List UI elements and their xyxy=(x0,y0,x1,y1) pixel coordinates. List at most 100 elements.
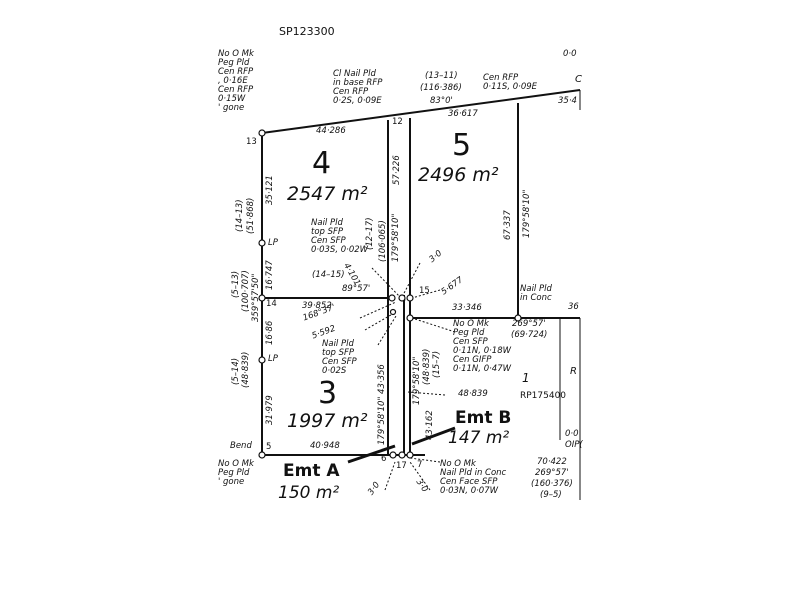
station-17: 17 xyxy=(396,461,407,471)
bottom-40948: 40·948 xyxy=(310,441,340,451)
label-bend: Bend xyxy=(230,441,252,451)
right-edge-lines xyxy=(559,90,581,500)
bottom-right-26957: 269°57' xyxy=(535,468,569,478)
top-right-c: C xyxy=(575,74,582,85)
top-distance-44286: 44·286 xyxy=(316,126,346,136)
mid-15-7: (15–7) xyxy=(432,350,442,378)
left-48839: (48·839) xyxy=(241,351,251,388)
easement-a-area: 150 m² xyxy=(278,483,340,503)
right-67337: 67·337 xyxy=(503,210,513,240)
mid-bearing: 179°58'10" xyxy=(412,356,422,405)
mark-15 xyxy=(406,294,414,302)
mark-5 xyxy=(258,451,266,459)
top-boundary xyxy=(261,89,581,134)
mid-48839b: 48·839 xyxy=(458,389,488,399)
center-bearing-upper: 179°58'10" xyxy=(391,213,401,262)
tie-line-10 xyxy=(384,461,396,491)
mid-43162: 43·162 xyxy=(425,410,435,440)
lot-3-number: 3 xyxy=(318,376,338,411)
station-15: 15 xyxy=(419,286,430,296)
station-6: 6 xyxy=(381,454,387,464)
right-oo: 0·0 xyxy=(565,429,579,439)
right-35: 35·4 xyxy=(558,96,577,106)
top-13-11: (13–11) xyxy=(425,71,458,81)
nail-mid-note: Nail Pld top SFP Cen SFP 0·03S, 0·02W xyxy=(311,218,369,255)
mark-ref-1 xyxy=(389,308,397,316)
easement-b-name: Emt B xyxy=(455,408,512,428)
lot-5-area: 2496 m² xyxy=(418,164,499,186)
mark-15b xyxy=(406,314,414,322)
right-nail-note: Nail Pld in Conc xyxy=(520,284,552,303)
top-cen-rfp: Cen RFP 0·11S, 0·09E xyxy=(483,73,538,92)
right-26957: 269°57' xyxy=(512,319,546,329)
station-5: 5 xyxy=(266,442,272,452)
nail-low-note: Nail Pld top SFP Cen SFP 0·02S xyxy=(322,339,357,376)
mark-14a xyxy=(388,294,396,302)
left-5-14: (5–14) xyxy=(231,357,241,385)
lot-4-area: 2547 m² xyxy=(287,183,368,205)
top-distance-36617: 36·617 xyxy=(448,109,478,119)
lot-5-number: 5 xyxy=(452,128,472,163)
mark-15a xyxy=(398,294,406,302)
left-51868: (51·868) xyxy=(246,197,256,234)
bottom-right-mark-notes: No O Mk Nail Pld in Conc Cen Face SFP 0·… xyxy=(440,459,507,496)
station-7: 7 xyxy=(417,460,423,470)
bottom-left-mark-notes: No O Mk Peg Pld ' gone xyxy=(218,459,254,487)
right-r: R xyxy=(570,366,577,377)
mid-no-o-mk-note: No O Mk Peg Pld Cen SFP 0·11N, 0·18W Cen… xyxy=(453,319,512,374)
easement-b-area: 147 m² xyxy=(448,428,510,448)
mark-nail-conc xyxy=(514,314,522,322)
top-right-fragment: 0·0 xyxy=(563,49,577,59)
center-106065: (106·065) xyxy=(378,220,388,262)
station-12: 12 xyxy=(392,117,403,127)
reference-ties xyxy=(359,262,456,491)
tie-line-1 xyxy=(371,267,401,298)
center-57226: 57·226 xyxy=(392,155,402,185)
tie-line-4 xyxy=(359,301,397,319)
left-bearing: 359°57'50" xyxy=(251,273,261,322)
mark-6 xyxy=(389,451,397,459)
label-14-15: (14–15) xyxy=(312,270,345,280)
mark-13 xyxy=(258,129,266,137)
label-39852: 39·852 xyxy=(302,301,332,311)
lot-4-number: 4 xyxy=(312,146,332,181)
label-8957: 89°57' xyxy=(342,284,371,294)
mark-14 xyxy=(258,294,266,302)
left-16747: 16·747 xyxy=(265,260,275,290)
registered-plan: RP175400 xyxy=(520,391,567,401)
right-69724: (69·724) xyxy=(511,330,548,340)
left-31979: 31·979 xyxy=(265,395,275,425)
left-1686: 16·86 xyxy=(265,320,275,345)
tie-line-11 xyxy=(409,461,431,491)
mark-lp-upper xyxy=(258,239,266,247)
bottom-right-9-5: (9–5) xyxy=(540,490,562,500)
right-oipi: OIP( xyxy=(565,440,583,450)
label-33346: 33·346 xyxy=(452,303,482,313)
emt-b-pointer xyxy=(411,426,456,446)
left-100707: (100·707) xyxy=(241,270,251,312)
top-bearing-83: 83°0' xyxy=(430,96,453,106)
tie-line-5 xyxy=(364,311,397,331)
tie-line-9 xyxy=(409,457,441,463)
mark-17 xyxy=(398,451,406,459)
tie-line-2 xyxy=(401,262,421,298)
bottom-right-160376: (160·376) xyxy=(531,479,573,489)
left-35121: 35·121 xyxy=(265,175,275,205)
nail-top-note: Cl Nail Pld in base RFP Cen RFP 0·2S, 0·… xyxy=(333,69,383,106)
tie-line-6 xyxy=(377,315,397,346)
top-116: (116·386) xyxy=(420,83,462,93)
left-14-13: (14–13) xyxy=(235,199,245,232)
label-lp-lower: LP xyxy=(268,354,278,364)
mid-48839: (48·839) xyxy=(422,348,432,385)
station-14: 14 xyxy=(266,299,277,309)
survey-marks xyxy=(258,129,522,459)
easement-pointers xyxy=(347,426,456,464)
plan-reference: SP123300 xyxy=(279,25,335,38)
bottom-right-70422: 70·422 xyxy=(537,457,567,467)
right-36: 36 xyxy=(568,302,579,312)
emt-a-pointer xyxy=(347,444,396,464)
label-lp-upper: LP xyxy=(268,238,278,248)
mark-7 xyxy=(406,451,414,459)
lot-3-area: 1997 m² xyxy=(287,410,368,432)
